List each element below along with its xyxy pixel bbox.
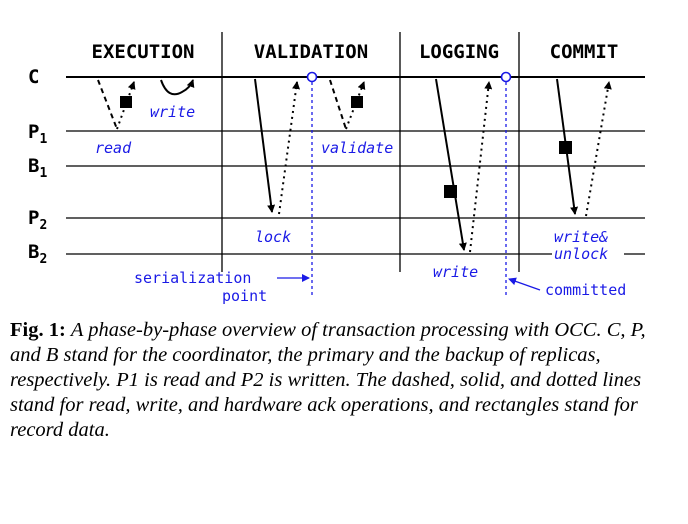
occ-phase-diagram: EXECUTION VALIDATION LOGGING COMMIT C P1…: [28, 32, 645, 305]
validate-label: validate: [321, 139, 393, 157]
caption-body: A phase-by-phase overview of transaction…: [10, 319, 646, 441]
record-data-block: [559, 141, 572, 154]
log-ack-line: [469, 81, 493, 253]
write-label: write: [150, 103, 195, 121]
record-data-block: [444, 185, 457, 198]
figure-caption: Fig. 1: A phase-by-phase overview of tra…: [10, 318, 680, 443]
lock-write-line: [254, 78, 276, 213]
phase-validation: VALIDATION: [254, 41, 368, 63]
node-label-c: C: [28, 66, 39, 88]
serialization-point-marker: [306, 71, 318, 83]
log-write-line: [435, 78, 467, 251]
point-label: point: [222, 287, 267, 305]
logging-write-label: write: [433, 263, 478, 281]
phase-commit: COMMIT: [550, 41, 619, 63]
commit-unlock-label: unlock: [554, 245, 608, 263]
lock-label: lock: [255, 228, 291, 246]
commit-ack-line: [585, 81, 612, 217]
read-request-line: [97, 79, 118, 130]
committed-point-marker: [500, 71, 512, 83]
node-label-b1: B1: [28, 155, 47, 181]
record-data-block: [120, 96, 132, 108]
commit-label-backdrop: [552, 244, 624, 262]
phase-logging: LOGGING: [419, 41, 499, 63]
record-data-block: [351, 96, 363, 108]
phase-execution: EXECUTION: [92, 41, 195, 63]
read-label: read: [95, 139, 132, 157]
serialization-label: serialization: [134, 269, 251, 287]
node-label-b2: B2: [28, 241, 47, 267]
local-write-arrow: [160, 79, 195, 96]
committed-label: committed: [545, 281, 626, 299]
commit-write-label: write&: [554, 228, 608, 246]
node-label-p2: P2: [28, 207, 47, 233]
committed-arrow: [508, 277, 541, 291]
validate-read-line: [329, 79, 347, 130]
lock-ack-line: [278, 81, 301, 215]
caption-lead: Fig. 1:: [10, 319, 66, 341]
node-label-p1: P1: [28, 121, 47, 147]
